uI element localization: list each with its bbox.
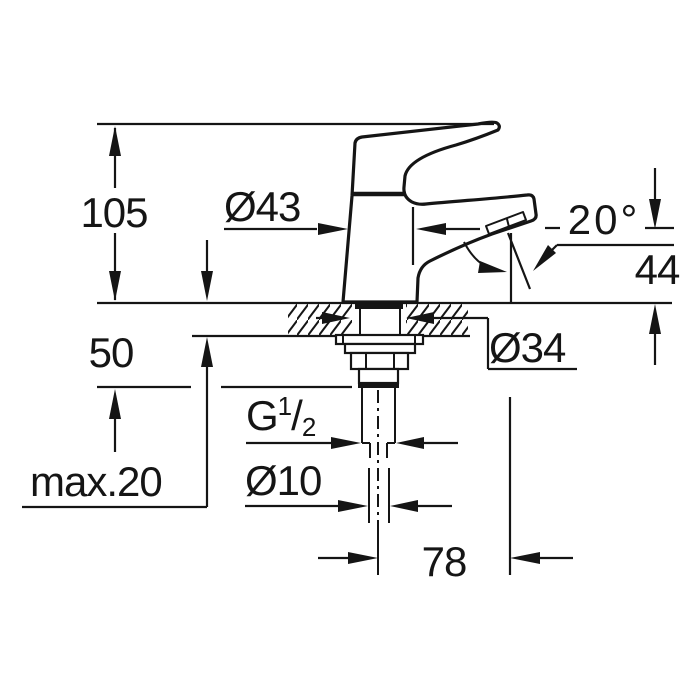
dimension-max20-arrows <box>201 271 213 367</box>
dimension-43-arrows <box>318 223 446 235</box>
dimension-50: 50 <box>89 329 352 452</box>
dimension-50-arrow <box>109 389 121 419</box>
dimension-78-lines <box>318 397 573 575</box>
tap-body <box>341 120 538 304</box>
dimension-g12-label: G1/2 <box>246 391 316 442</box>
angle-lines <box>506 232 674 302</box>
dimension-105: 105 <box>80 122 494 301</box>
dimension-43-label: Ø43 <box>224 183 300 230</box>
dimension-44: 44 <box>635 168 681 365</box>
mounting-shank <box>334 301 425 575</box>
angle-annotation: 20° <box>463 196 674 302</box>
mounting-nut <box>349 351 410 371</box>
dimension-max20: max.20 <box>22 240 213 509</box>
dimension-78-label: 78 <box>422 538 467 585</box>
dimension-43: Ø43 <box>224 183 674 265</box>
dimension-34-lines <box>316 316 577 371</box>
dimension-50-lines <box>97 385 352 452</box>
angle-arrows <box>478 245 556 273</box>
dimension-105-label: 105 <box>80 189 147 236</box>
angle-label: 20° <box>568 196 641 243</box>
dimension-10-arrows <box>338 500 418 512</box>
dimension-44-arrows <box>649 199 661 334</box>
dimension-g12-arrows <box>331 437 424 449</box>
dimension-max20-label: max.20 <box>30 458 162 505</box>
thread-slash: / <box>291 392 303 439</box>
dimension-10-label: Ø10 <box>245 457 321 504</box>
thread-numerator: 1 <box>278 391 292 421</box>
dimension-34-arrows <box>322 312 434 324</box>
washer-step <box>343 342 417 355</box>
aerator-outlet <box>485 211 527 235</box>
dimension-43-lines <box>224 207 674 265</box>
shank-collar <box>357 367 400 385</box>
thread-base: G <box>246 392 278 439</box>
thread-denominator: 2 <box>302 412 316 442</box>
dimension-50-label: 50 <box>89 329 134 376</box>
shank-through-hole <box>359 309 401 336</box>
base-gasket <box>355 301 403 309</box>
tap-silhouette <box>341 120 538 304</box>
washer-flange-steps <box>342 335 416 344</box>
dimension-78: 78 <box>318 397 573 585</box>
dimension-34-label: Ø34 <box>489 324 566 371</box>
supply-tail-pipe <box>361 388 396 523</box>
washer-flange <box>334 333 425 346</box>
mounting-nut-facets <box>365 353 395 369</box>
dimension-44-label: 44 <box>635 246 680 293</box>
dimension-34: Ø34 <box>316 312 577 371</box>
shank-end-band <box>358 383 399 388</box>
dimension-max20-lines <box>22 240 209 509</box>
dimension-10: Ø10 <box>245 457 452 512</box>
dimension-g12: G1/2 <box>246 391 458 449</box>
